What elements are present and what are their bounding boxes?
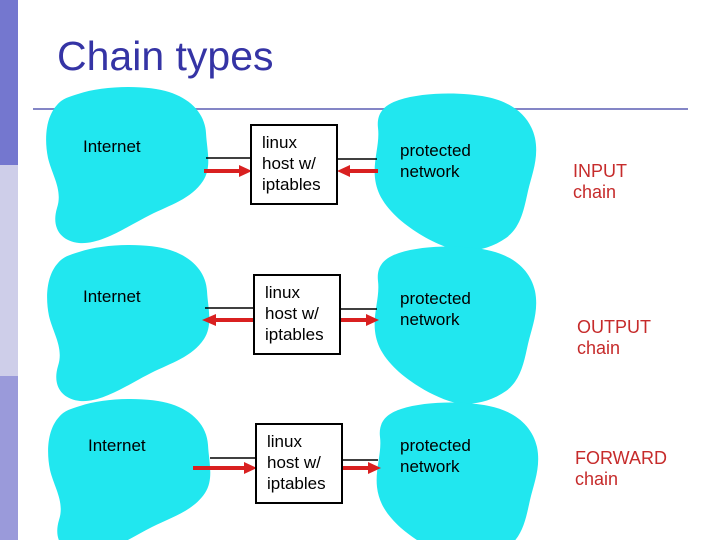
host-box-text-line: host w/ <box>262 154 316 173</box>
internet-blob-input <box>46 86 209 244</box>
linux-host-box: linux host w/ iptables <box>255 423 343 504</box>
protected-network-text-line: network <box>400 457 460 476</box>
host-box-text-line: iptables <box>267 474 326 493</box>
host-box-text-line: host w/ <box>267 453 321 472</box>
chain-name-text: OUTPUT <box>577 317 651 337</box>
title-divider <box>33 108 688 110</box>
protected-network-text-line: network <box>400 310 460 329</box>
sidebar-decoration <box>0 0 18 540</box>
protected-network-text-line: network <box>400 162 460 181</box>
host-box-text-line: linux <box>267 432 302 451</box>
host-box-text-line: linux <box>262 133 297 152</box>
internet-label: Internet <box>83 287 141 306</box>
chain-label-forward: FORWARD chain <box>575 448 667 490</box>
chain-name-text: FORWARD <box>575 448 667 468</box>
chain-name-text: INPUT <box>573 161 627 181</box>
arrowhead-output-right <box>366 314 379 326</box>
sidebar-segment-top <box>0 0 18 165</box>
arrowhead-forward-right <box>368 462 381 474</box>
internet-label: Internet <box>88 436 146 455</box>
protected-network-blob-forward <box>376 402 539 540</box>
internet-blob-output <box>47 244 210 402</box>
internet-label: Internet <box>83 137 141 156</box>
protected-network-label: protected network <box>400 435 471 477</box>
chain-label-output: OUTPUT chain <box>577 317 651 359</box>
internet-blob-forward <box>48 399 211 540</box>
protected-network-label: protected network <box>400 140 471 182</box>
arrowhead-input-left <box>239 165 252 177</box>
protected-network-label: protected network <box>400 288 471 330</box>
protected-network-text-line: protected <box>400 289 471 308</box>
protected-network-text-line: protected <box>400 436 471 455</box>
arrowhead-output-left <box>202 314 216 326</box>
linux-host-box: linux host w/ iptables <box>250 124 338 205</box>
host-box-text-line: iptables <box>265 325 324 344</box>
arrowhead-forward-left <box>244 462 257 474</box>
host-box-text-line: host w/ <box>265 304 319 323</box>
slide-title: Chain types <box>57 33 274 79</box>
linux-host-box: linux host w/ iptables <box>253 274 341 355</box>
sidebar-segment-middle <box>0 165 18 376</box>
protected-network-text-line: protected <box>400 141 471 160</box>
arrowhead-input-right <box>337 165 350 177</box>
host-box-text-line: iptables <box>262 175 321 194</box>
sidebar-segment-bottom <box>0 376 18 540</box>
protected-network-blob-input <box>374 93 537 251</box>
chain-word-text: chain <box>573 182 617 202</box>
host-box-text-line: linux <box>265 283 300 302</box>
chain-word-text: chain <box>577 338 621 358</box>
chain-label-input: INPUT chain <box>573 161 627 203</box>
protected-network-blob-output <box>374 246 537 404</box>
chain-word-text: chain <box>575 469 619 489</box>
